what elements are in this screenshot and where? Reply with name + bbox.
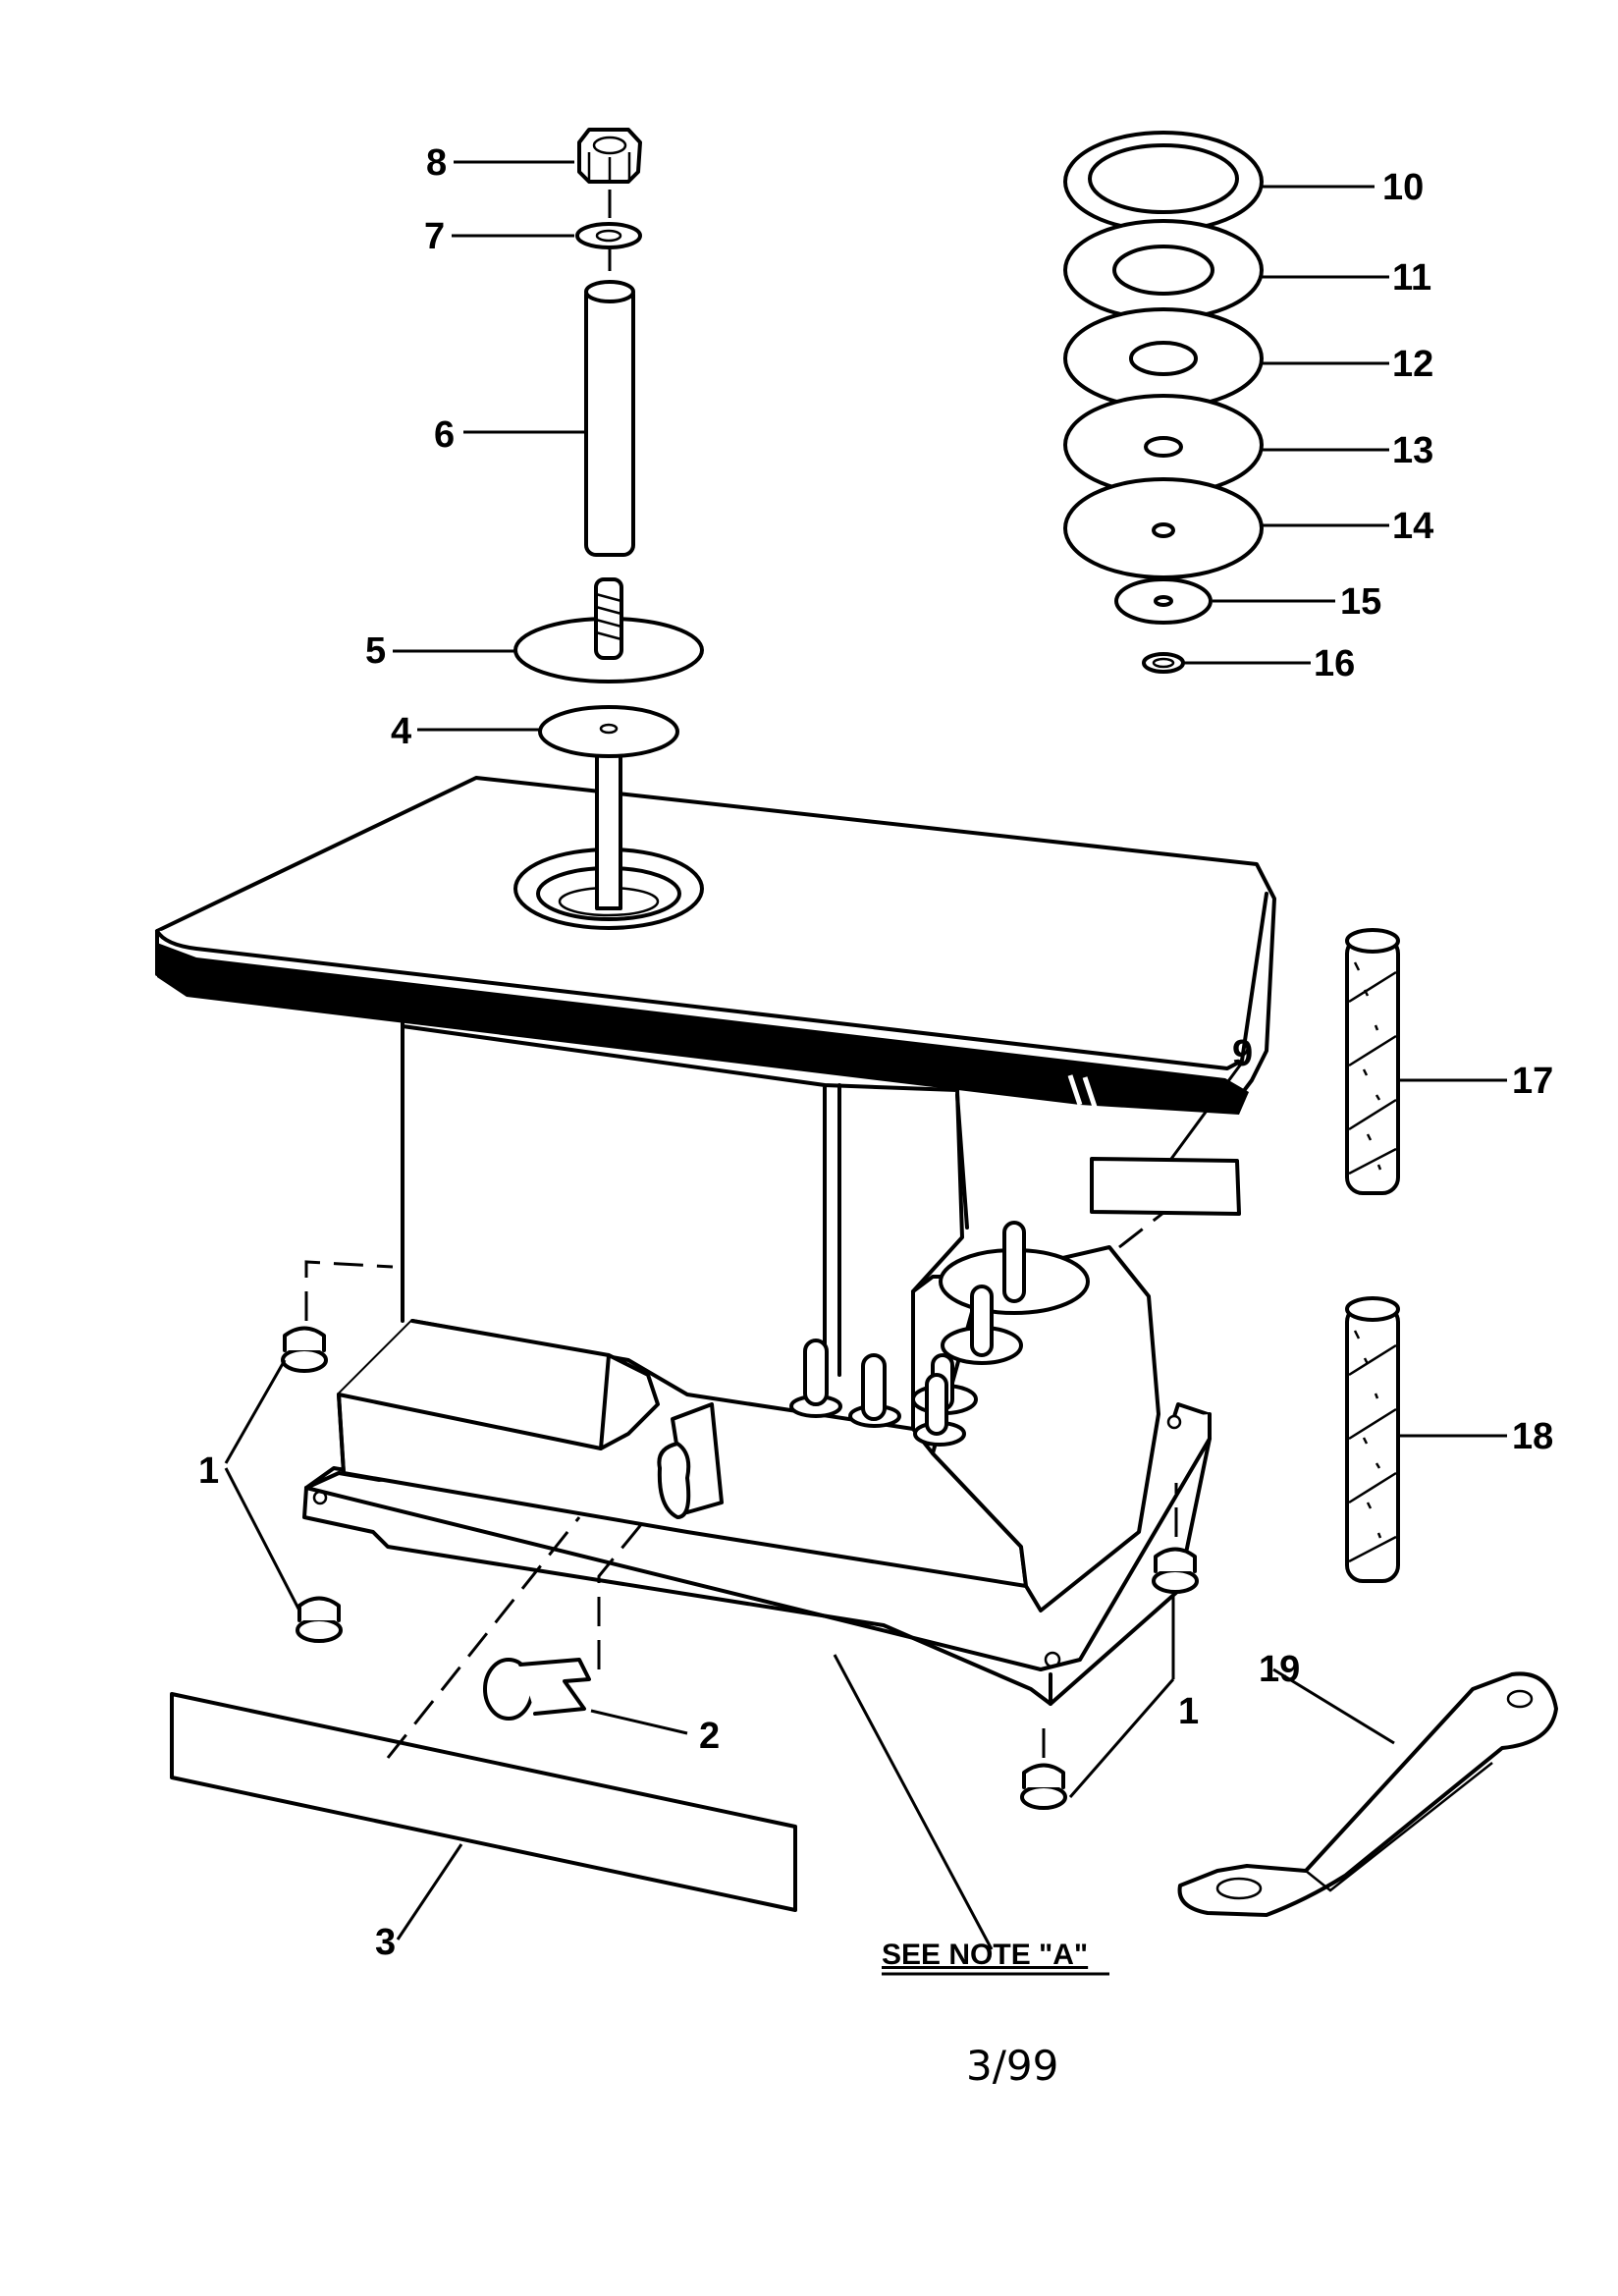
- switch-key: [483, 1658, 591, 1721]
- spindle-assembly: [513, 128, 704, 910]
- front-label: [170, 1692, 797, 1912]
- callout-4: 4: [391, 711, 411, 752]
- callout-8: 8: [426, 142, 447, 184]
- table-insert-set: [1063, 131, 1264, 674]
- callout-9: 9: [1232, 1033, 1253, 1074]
- callout-2: 2: [699, 1716, 720, 1757]
- callout-14: 14: [1392, 506, 1433, 547]
- callout-18: 18: [1512, 1416, 1553, 1457]
- callout-13: 13: [1392, 430, 1433, 471]
- callout-6: 6: [434, 414, 455, 456]
- callout-7: 7: [424, 216, 445, 257]
- sanding-sleeve: [1345, 1296, 1400, 1583]
- callout-1-left: 1: [198, 1450, 219, 1492]
- callout-17: 17: [1512, 1061, 1553, 1102]
- leader-lines: [224, 160, 1507, 1950]
- sanding-sleeve: [1345, 928, 1400, 1195]
- callout-15: 15: [1340, 581, 1381, 623]
- wrench-icon: [1177, 1671, 1558, 1917]
- callout-3: 3: [375, 1922, 396, 1963]
- assembly-lines: [304, 1211, 1178, 1759]
- see-note-a: SEE NOTE "A": [882, 1939, 1088, 1971]
- callout-5: 5: [365, 630, 386, 672]
- callout-1-right: 1: [1178, 1691, 1199, 1732]
- page-number: 3/99: [966, 2042, 1058, 2090]
- rubber-foot: [296, 1596, 343, 1643]
- callout-19: 19: [1259, 1649, 1300, 1690]
- callout-10: 10: [1382, 167, 1424, 208]
- callout-11: 11: [1392, 257, 1431, 299]
- rubber-foot: [1152, 1547, 1199, 1594]
- callout-labels: 1 1 1 2 3 4 5 6 7 8 9 10 11 12 13 14 15 …: [198, 142, 1553, 2090]
- rubber-foot: [281, 1326, 328, 1373]
- sander-body: [155, 776, 1276, 1706]
- storage-post: [789, 1221, 1090, 1447]
- callout-16: 16: [1314, 643, 1355, 684]
- switch-icon: [657, 1402, 724, 1519]
- rubber-foot: [1020, 1763, 1067, 1810]
- warning-label: [1090, 1157, 1241, 1216]
- callout-12: 12: [1392, 344, 1433, 385]
